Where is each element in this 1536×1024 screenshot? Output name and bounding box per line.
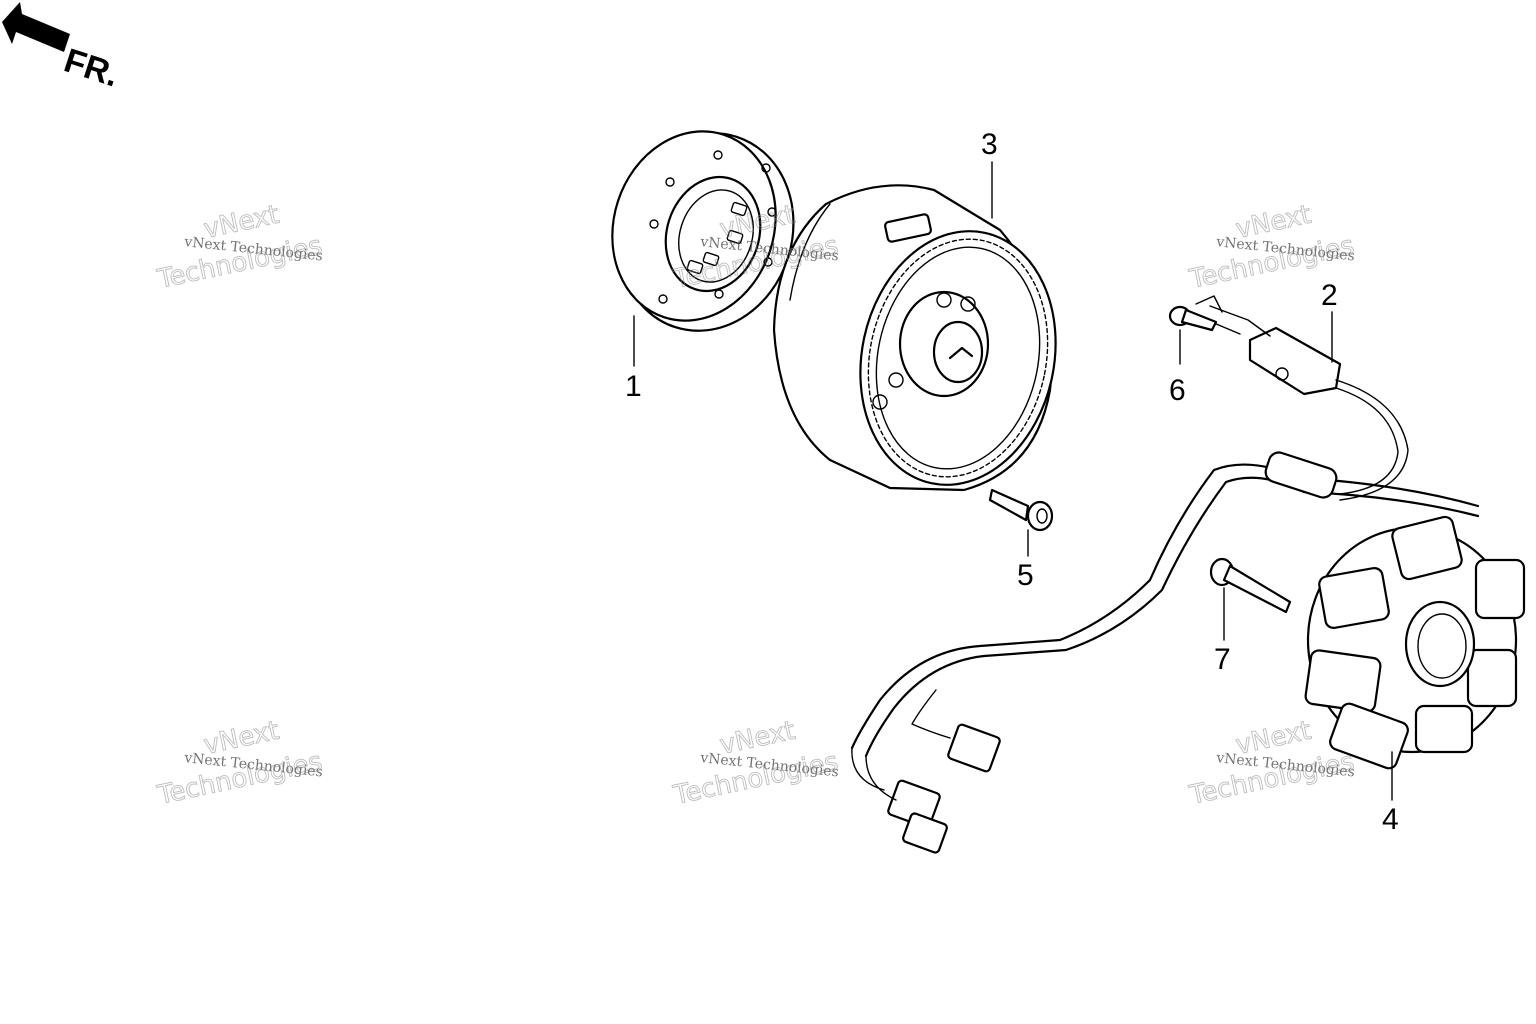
wiring-harness-drawing[interactable] xyxy=(850,450,1480,854)
watermark-bottom-middle: vNext vNext Technologies Technologies xyxy=(670,715,841,811)
pulse-generator-drawing[interactable] xyxy=(1195,295,1409,501)
callout-6: 6 xyxy=(1169,374,1186,407)
bolt-6-drawing[interactable] xyxy=(1168,305,1218,365)
callout-5: 5 xyxy=(1017,559,1034,592)
callout-4: 4 xyxy=(1382,803,1399,836)
front-direction-indicator: FR. xyxy=(2,2,123,95)
callout-2: 2 xyxy=(1321,279,1338,312)
front-arrow-icon xyxy=(2,2,70,52)
callout-7: 7 xyxy=(1214,643,1231,676)
watermark-top-left: vNext vNext Technologies Technologies xyxy=(154,199,325,295)
starter-clutch-drawing[interactable] xyxy=(588,110,818,367)
bolt-5-drawing[interactable] xyxy=(988,488,1054,557)
flywheel-drawing[interactable] xyxy=(772,161,1079,503)
callout-labels: 1 2 3 4 5 6 7 xyxy=(625,128,1399,836)
callout-3: 3 xyxy=(981,128,998,161)
bolt-7-drawing[interactable] xyxy=(1209,557,1292,641)
watermark-bottom-right: vNext vNext Technologies Technologies xyxy=(1186,715,1357,811)
callout-1: 1 xyxy=(625,370,642,403)
front-label: FR. xyxy=(60,41,124,94)
watermark-bottom-left: vNext vNext Technologies Technologies xyxy=(154,715,325,811)
stator-drawing[interactable] xyxy=(1304,515,1526,801)
